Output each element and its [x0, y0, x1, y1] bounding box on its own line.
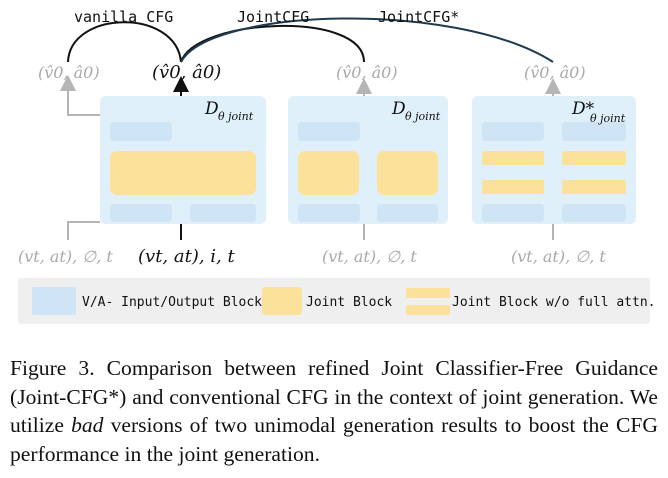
joint-cfg-label: JointCFG [237, 8, 309, 26]
model-sub-1: θ joint [218, 110, 254, 123]
left-gray-connector [60, 75, 100, 116]
io-block-top-left [482, 122, 544, 141]
legend-partial-label: Joint Block w/o full attn. [452, 295, 656, 310]
model-label-1: D [204, 99, 219, 119]
output-left: (v̂0, â0) [38, 63, 100, 82]
caption-text-end: versions of two unimodal generation resu… [10, 413, 658, 466]
left-gray-input-connector [67, 221, 100, 240]
legend-partial-swatch-bottom [406, 305, 450, 315]
model-sub-3: θ joint [590, 112, 626, 125]
legend-io-label: V/A- Input/Output Block [82, 295, 262, 310]
joint-block [110, 151, 256, 195]
legend-partial-swatch-top [406, 288, 450, 298]
legend-joint-label: Joint Block [306, 295, 392, 310]
partial-joint-block-left-a [482, 151, 544, 165]
input-right: (vt, at), ∅, t [511, 247, 606, 266]
vanilla-cfg-arc [67, 21, 182, 63]
joint-cfg-arc [180, 24, 365, 63]
joint-block-left [298, 151, 359, 195]
io-block-bottom-right [562, 204, 626, 222]
io-block-bottom-left [482, 204, 544, 222]
joint-cfg-star-label: JointCFG* [378, 8, 459, 26]
input-center: (vt, at), i, t [138, 246, 235, 267]
joint-block-right [377, 151, 438, 195]
io-block-bottom-left [298, 204, 360, 222]
io-block-top-right [562, 122, 626, 141]
joint-model-panel-3: D* θ joint [472, 96, 636, 224]
model-label-2: D [391, 99, 406, 119]
input-middle: (vt, at), ∅, t [322, 247, 417, 266]
io-block-bottom-right [377, 204, 438, 222]
legend-io-swatch [32, 287, 76, 315]
input-left: (vt, at), ∅, t [18, 247, 113, 266]
joint-model-panel-2: D θ joint [288, 96, 448, 224]
io-block-top [298, 122, 360, 141]
joint-model-panel-1: D θ joint [100, 96, 266, 224]
legend-joint-swatch [262, 287, 302, 315]
partial-joint-block-right-a [562, 151, 626, 165]
joint-cfg-star-arc [180, 17, 554, 63]
caption-text-start: Figure 3. Comparison between refined Joi… [10, 356, 658, 437]
partial-joint-block-left-b [482, 180, 544, 194]
legend: V/A- Input/Output Block Joint Block Join… [18, 278, 656, 324]
output-right: (v̂0, â0) [524, 63, 586, 82]
io-block-bottom-left [110, 204, 172, 222]
vanilla-cfg-label: vanilla CFG [74, 8, 173, 26]
io-block-top [110, 122, 172, 141]
output-center: (v̂0, â0) [152, 62, 221, 83]
io-block-bottom-right [190, 204, 256, 222]
figure-caption: Figure 3. Comparison between refined Joi… [10, 354, 658, 468]
output-middle: (v̂0, â0) [336, 63, 398, 82]
caption-emphasis: bad [71, 413, 104, 437]
model-sub-2: θ joint [405, 110, 441, 123]
model-label-3: D* [571, 99, 595, 119]
partial-joint-block-right-b [562, 180, 626, 194]
legend-background [18, 278, 650, 324]
